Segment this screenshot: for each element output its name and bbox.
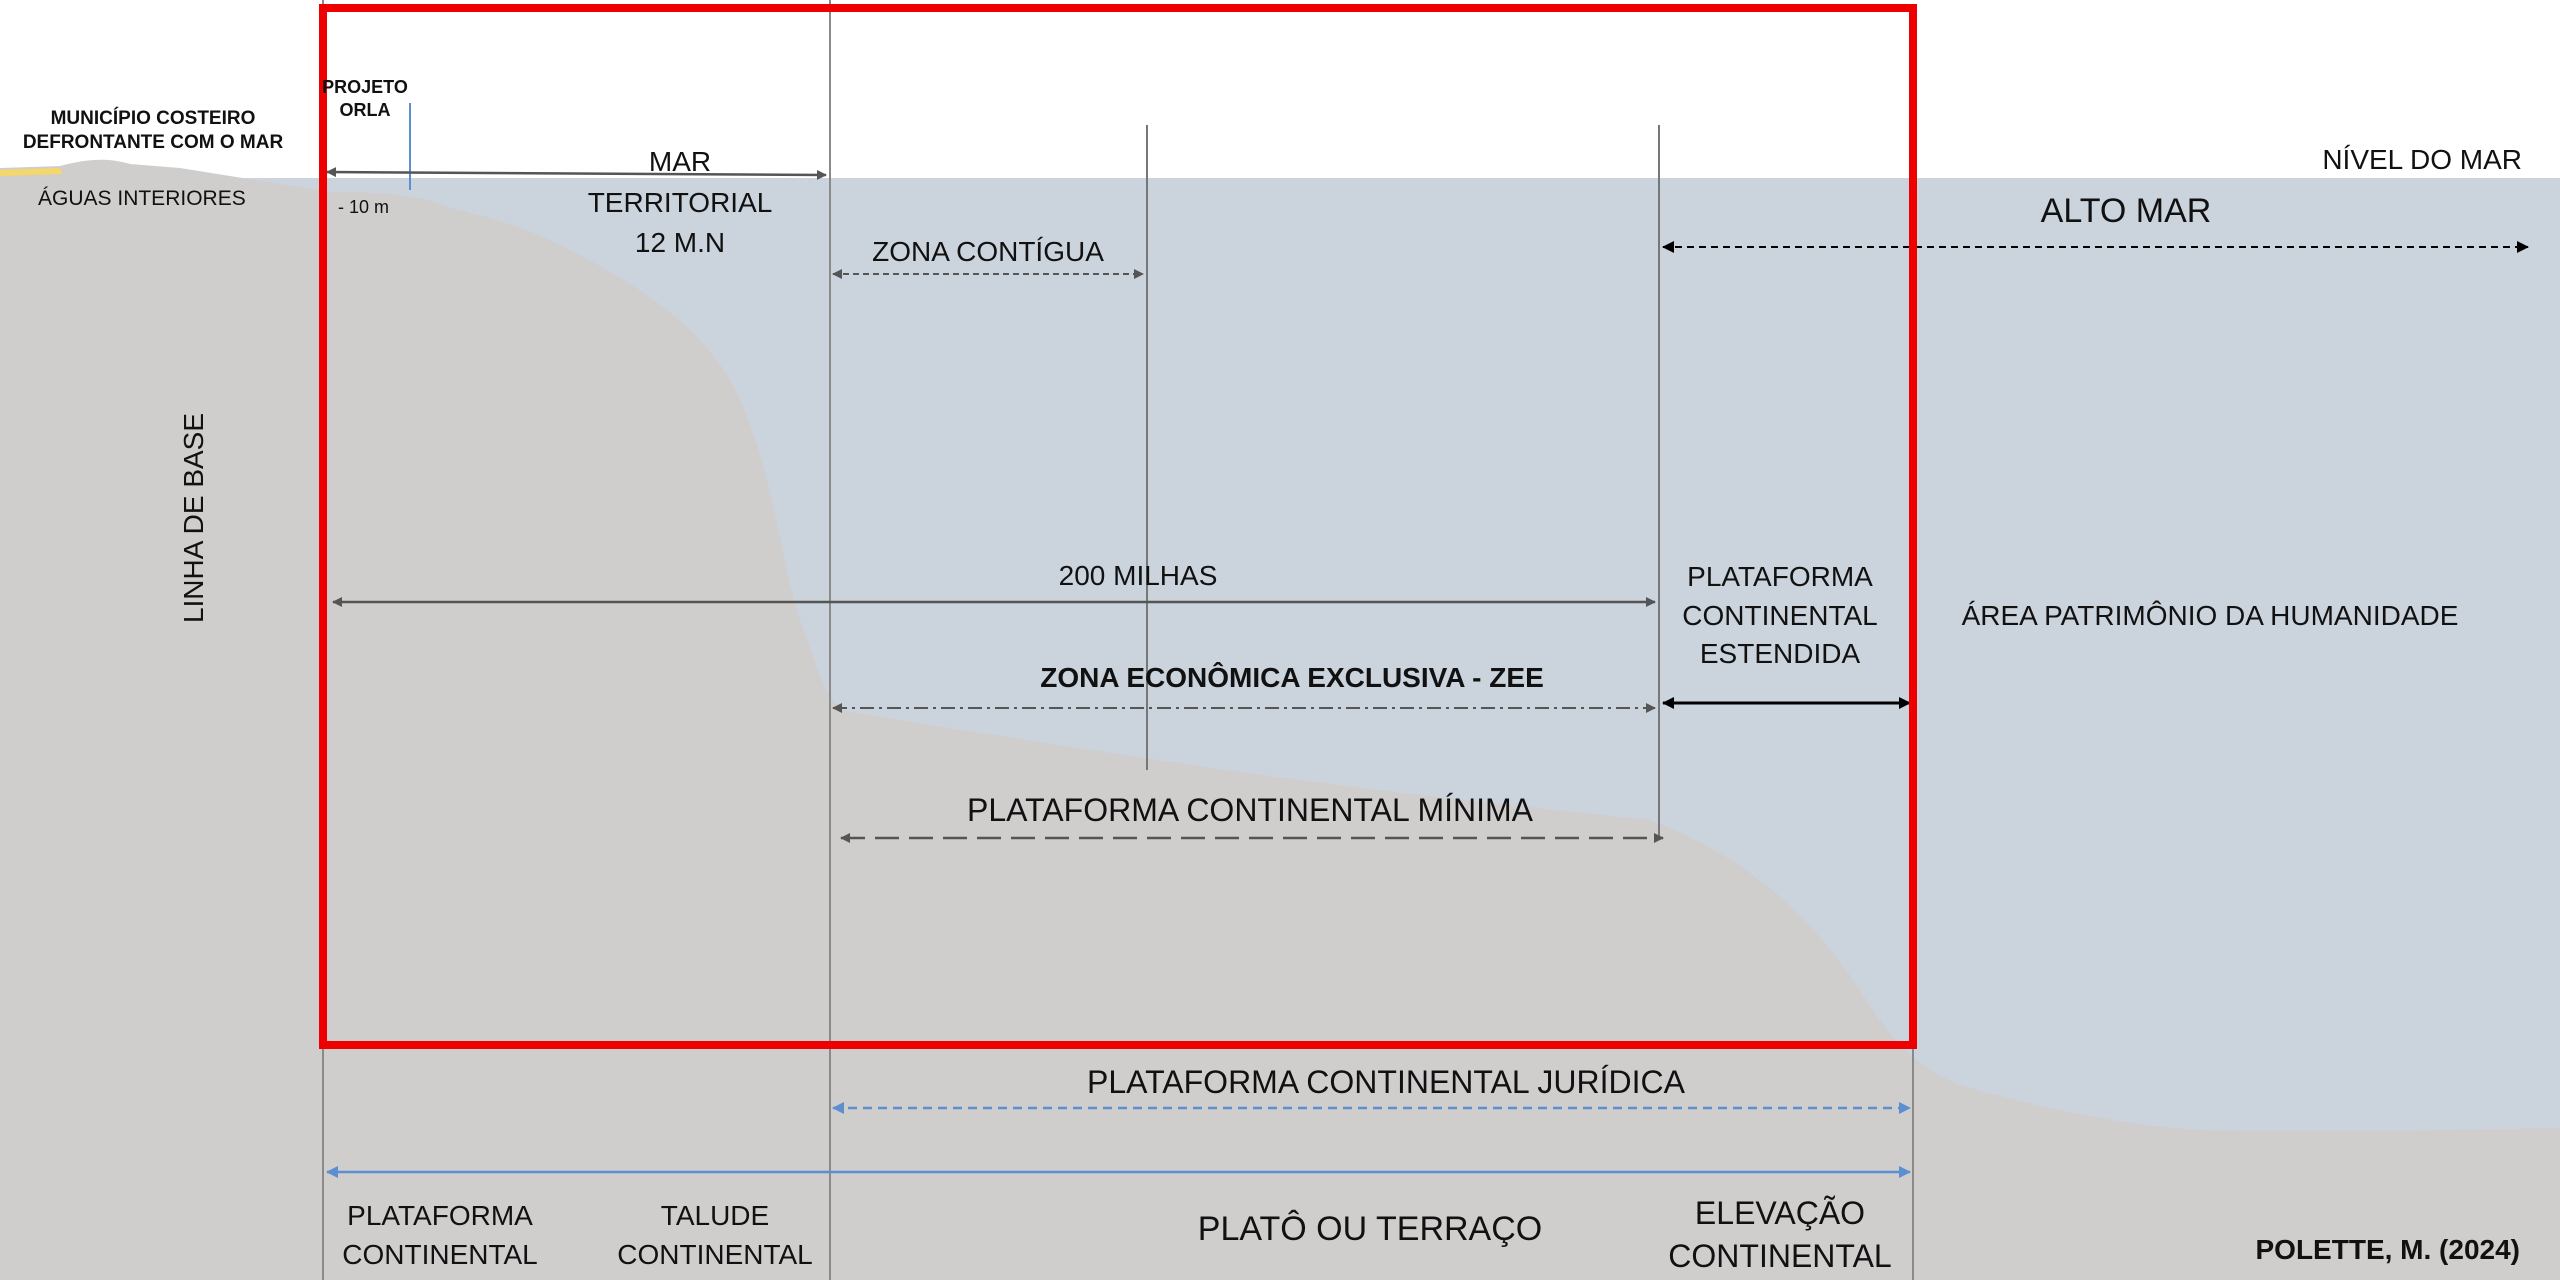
author-credit: POLETTE, M. (2024) — [2255, 1234, 2521, 1265]
plataforma-minima-label: PLATAFORMA CONTINENTAL MÍNIMA — [967, 792, 1533, 828]
plataforma-juridica-label: PLATAFORMA CONTINENTAL JURÍDICA — [1087, 1064, 1685, 1100]
projeto-orla-label: PROJETO ORLA — [322, 77, 408, 120]
municipio-label: MUNICÍPIO COSTEIRO DEFRONTANTE COM O MAR — [22, 108, 284, 153]
elevacao-continental-label: ELEVAÇÃO CONTINENTAL — [1668, 1195, 1892, 1275]
nivel-do-mar-label: NÍVEL DO MAR — [2322, 144, 2522, 175]
plataforma-continental-label: PLATAFORMA CONTINENTAL — [342, 1200, 538, 1271]
plataforma-estendida-label: PLATAFORMA CONTINENTAL ESTENDIDA — [1682, 561, 1878, 670]
mar-territorial-label: MAR TERRITORIAL 12 M.N — [587, 146, 773, 259]
sand-strip — [0, 168, 62, 176]
plato-terraco-label: PLATÔ OU TERRAÇO — [1197, 1210, 1543, 1248]
area-patrimonio-label: ÁREA PATRIMÔNIO DA HUMANIDADE — [1961, 600, 2459, 631]
menos-10m-label: - 10 m — [338, 197, 390, 217]
linha-de-base-label: LINHA DE BASE — [178, 412, 209, 624]
zee-label: ZONA ECONÔMICA EXCLUSIVA - ZEE — [1040, 662, 1544, 693]
200-milhas-label: 200 MILHAS — [1058, 560, 1218, 591]
zona-contigua-label: ZONA CONTÍGUA — [872, 236, 1104, 267]
alto-mar-label: ALTO MAR — [2040, 192, 2212, 230]
seabed-profile — [0, 159, 2560, 1280]
highlight-frame — [319, 4, 1917, 1049]
talude-continental-label: TALUDE CONTINENTAL — [617, 1200, 813, 1271]
arrow-mar-territorial — [326, 167, 827, 180]
aguas-interiores-label: ÁGUAS INTERIORES — [38, 187, 246, 210]
